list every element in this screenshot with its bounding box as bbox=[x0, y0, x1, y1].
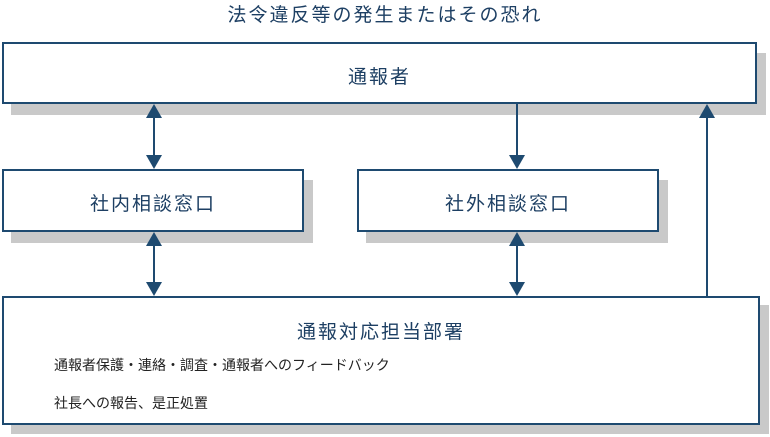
arrow-reporter-internal bbox=[146, 104, 162, 169]
reporter-box: 通報者 bbox=[2, 42, 757, 104]
reporter-label: 通報者 bbox=[347, 66, 411, 88]
internal-desk-label: 社内相談窓口 bbox=[89, 193, 216, 215]
arrow-internal-handling bbox=[146, 232, 162, 296]
external-desk-box: 社外相談窓口 bbox=[357, 169, 659, 232]
internal-desk-box: 社内相談窓口 bbox=[2, 169, 304, 232]
diagram-title: 法令違反等の発生またはその恐れ bbox=[227, 4, 543, 26]
arrow-reporter-to-external bbox=[509, 104, 525, 169]
handling-dept-box: 通報対応担当部署 通報者保護・連絡・調査・通報者へのフィードバック 社長への報告… bbox=[2, 296, 760, 425]
arrow-external-handling bbox=[509, 232, 525, 296]
handling-dept-label: 通報対応担当部署 bbox=[296, 321, 465, 343]
handling-dept-duty: 社長への報告、是正処置 bbox=[54, 396, 208, 412]
handling-dept-duty: 通報者保護・連絡・調査・通報者へのフィードバック bbox=[54, 358, 390, 374]
arrow-handling-to-reporter bbox=[699, 104, 715, 296]
external-desk-label: 社外相談窓口 bbox=[444, 193, 571, 215]
